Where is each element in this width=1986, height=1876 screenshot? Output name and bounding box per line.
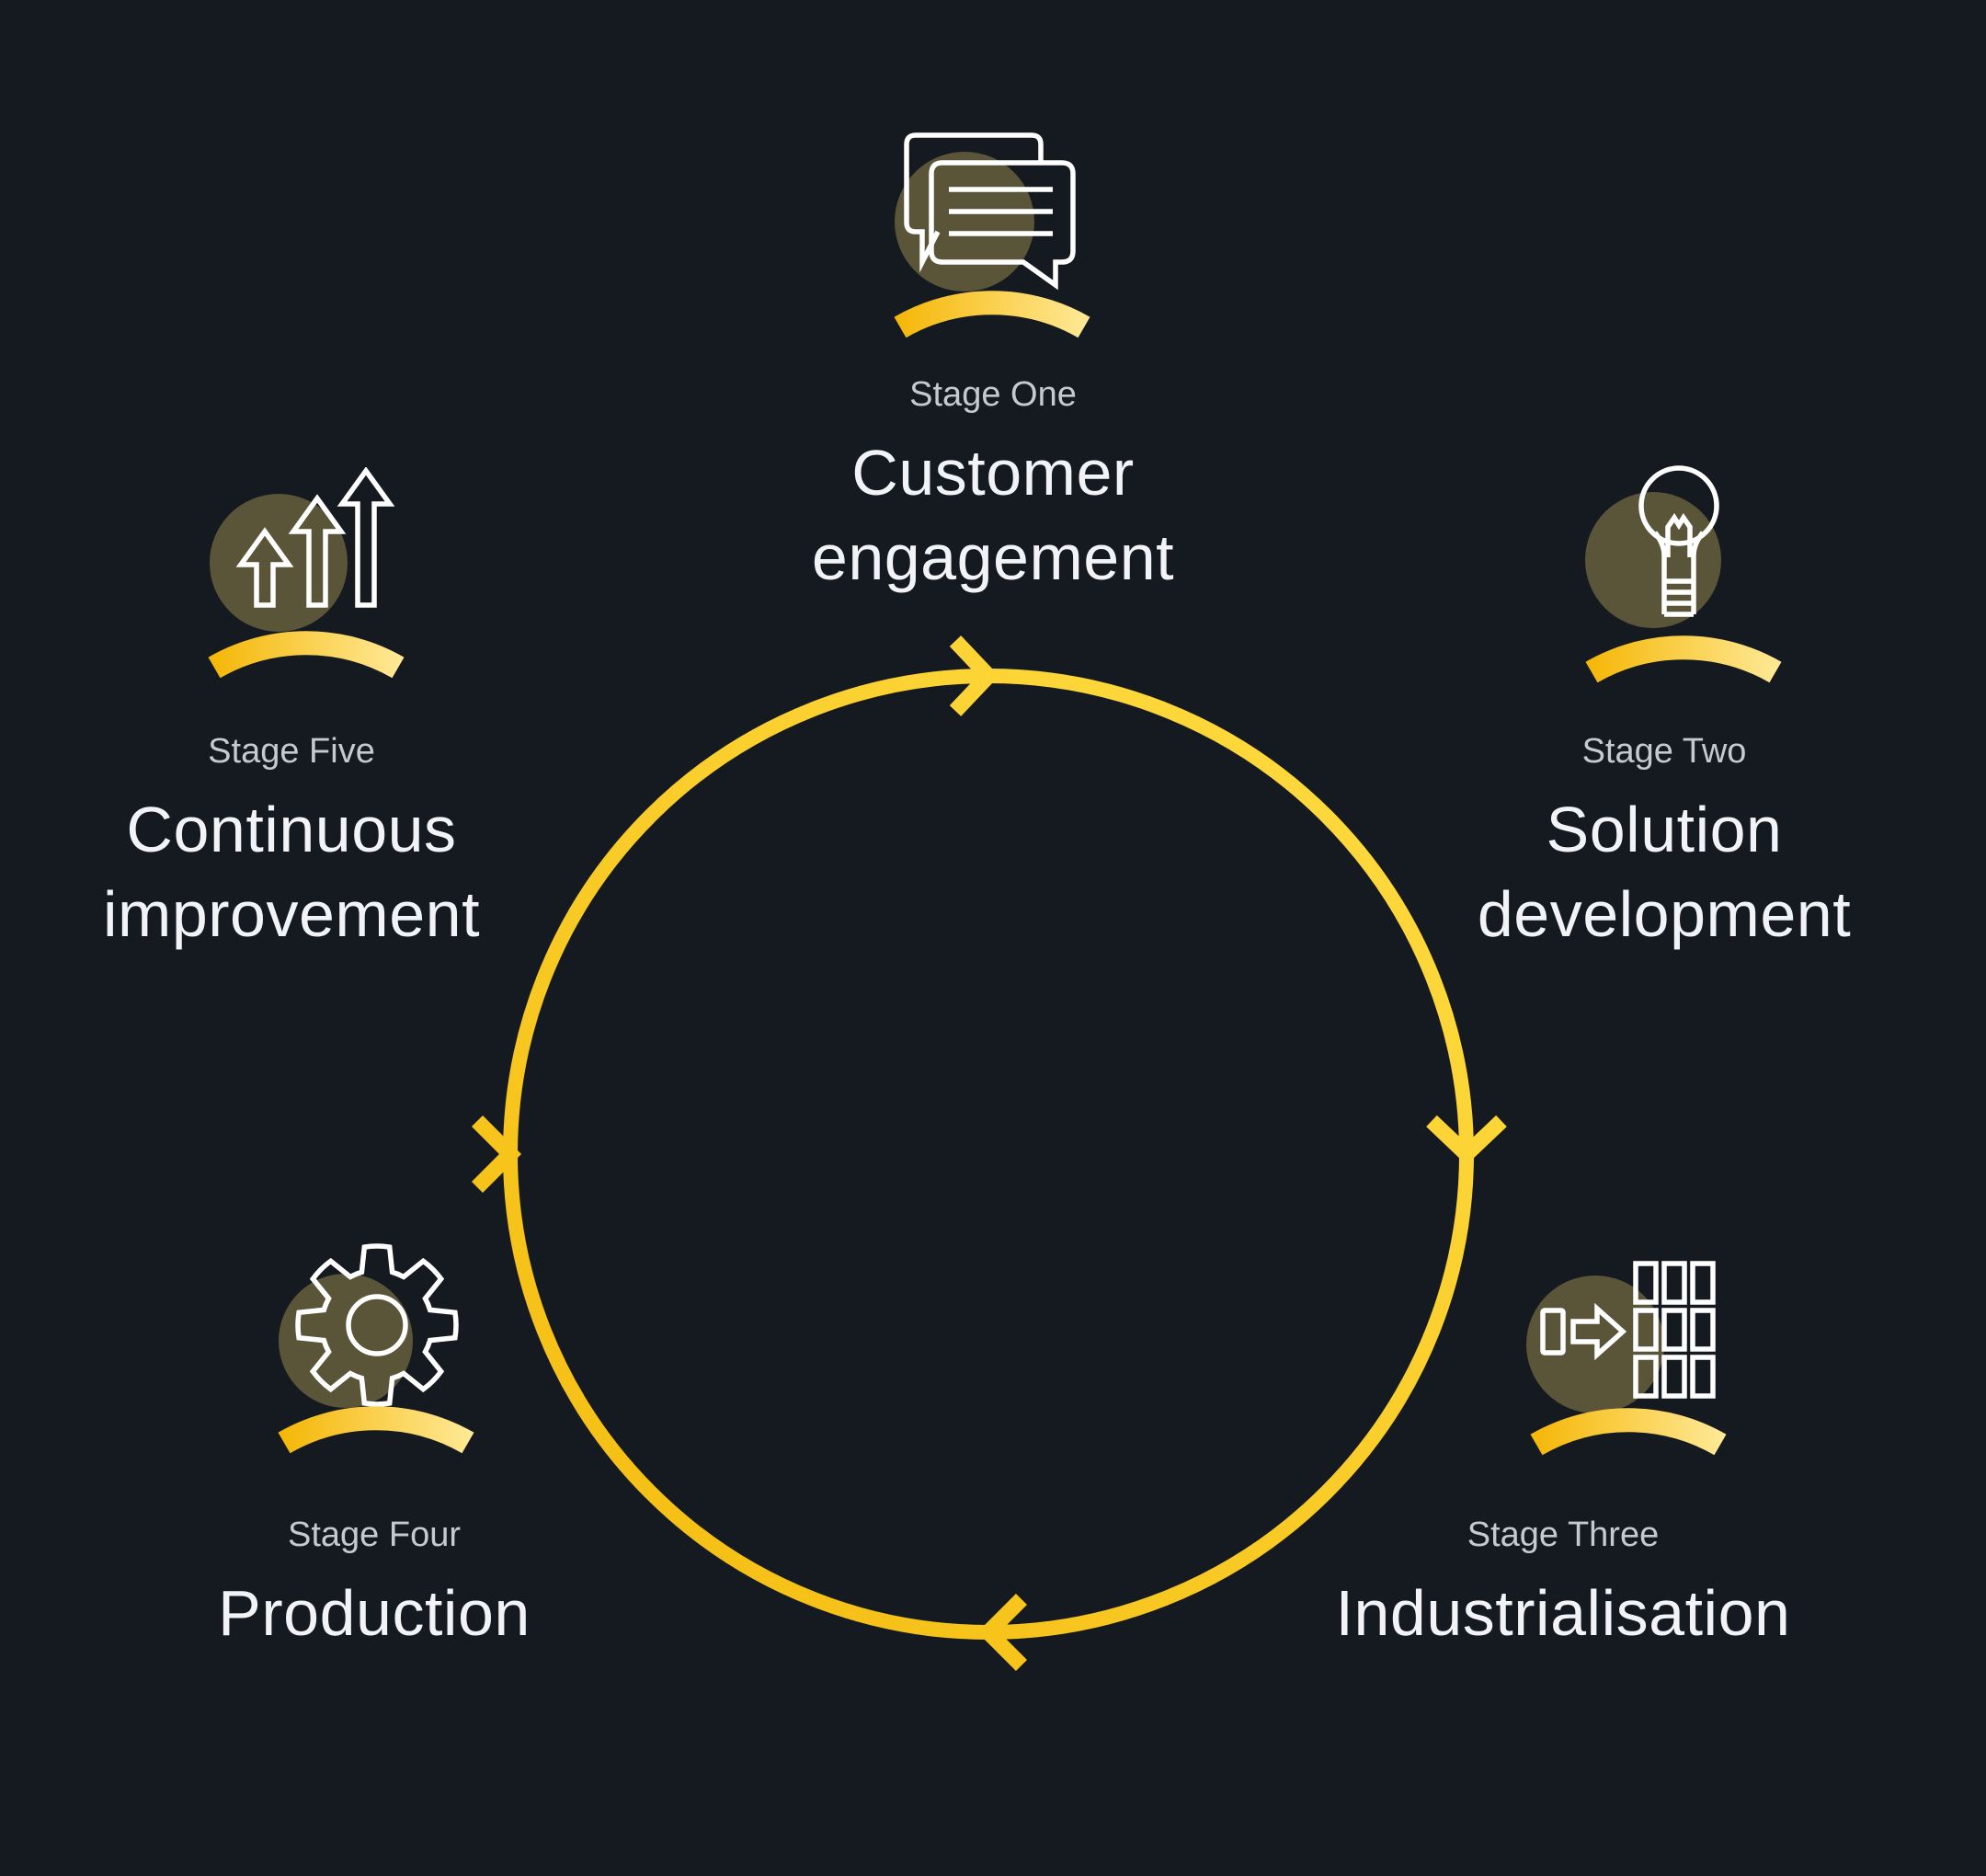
stage-five-title: Continuous improvement [102, 794, 481, 950]
stage-four-text: Stage Four Production [98, 1514, 650, 1655]
chat-bubbles-icon [904, 132, 1076, 291]
stage-four-icon-cluster [268, 1232, 489, 1462]
swoosh-arc-icon [894, 291, 1090, 338]
scale-out-grid-icon [1540, 1261, 1716, 1399]
olive-halo [1585, 492, 1721, 628]
stage-three-icon-cluster [1519, 1255, 1740, 1462]
stage-two-label: Stage Two [1581, 732, 1747, 771]
flow-arrow-bottom-icon [976, 1593, 1028, 1672]
stage-two-text: Stage Two Solution development [1448, 730, 1880, 956]
stage-three-title: Industrialisation [1335, 1577, 1791, 1649]
stage-one-text: Stage One Customer engagement [772, 373, 1214, 600]
swoosh-arc-icon [208, 631, 405, 679]
stage-four-title: Production [218, 1577, 531, 1649]
stage-three-text: Stage Three Industrialisation [1149, 1514, 1977, 1655]
stage-four-label: Stage Four [288, 1516, 461, 1554]
stage-two-icon-cluster [1574, 455, 1795, 690]
stage-two-title: Solution development [1477, 794, 1852, 950]
gear-icon [295, 1243, 459, 1407]
stage-five-label: Stage Five [208, 732, 375, 771]
olive-halo [895, 152, 1034, 292]
cycle-circle [503, 669, 1474, 1640]
flow-arrow-right-icon [1426, 1115, 1507, 1165]
stage-one-label: Stage One [909, 375, 1077, 414]
swoosh-arc-icon [278, 1406, 474, 1454]
stage-one-title: Customer engagement [811, 437, 1175, 593]
stage-five-text: Stage Five Continuous improvement [75, 730, 508, 956]
flow-arrow-top-icon [949, 635, 999, 716]
flow-arrow-left-icon [471, 1115, 522, 1194]
stage-three-label: Stage Three [1467, 1516, 1660, 1554]
lightbulb-icon [1638, 465, 1719, 617]
stage-five-icon-cluster [200, 458, 421, 688]
stage-one-icon-cluster [883, 120, 1103, 349]
growth-arrows-icon [235, 467, 395, 608]
swoosh-arc-icon [1530, 1408, 1727, 1456]
swoosh-arc-icon [1585, 635, 1782, 683]
